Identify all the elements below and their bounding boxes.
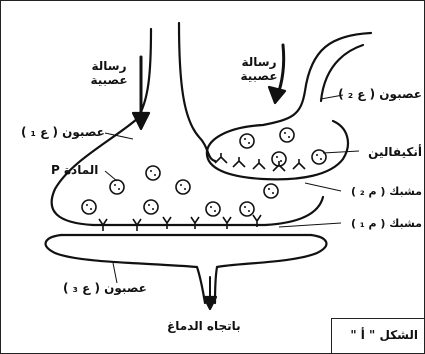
synapse-1-receptors <box>98 214 262 231</box>
substance-p-vesicles <box>81 165 279 217</box>
leader-synapse-1 <box>278 222 342 228</box>
label-enkephalin: أنكيفالين <box>368 145 422 159</box>
label-neuron-2: عصبون ( ع ₂ ) <box>338 87 422 101</box>
figure-caption-box: الشكل " أ " <box>331 318 424 353</box>
leader-synapse-2 <box>304 182 342 192</box>
leader-neuron-2 <box>320 94 344 100</box>
label-substance-p: المادة P <box>51 163 99 177</box>
label-neuron-1: عصبون ( ع ₁ ) <box>21 125 105 139</box>
leader-neuron-1 <box>104 132 134 140</box>
label-message-left: رسالة عصبية <box>90 59 128 87</box>
neuron-2-outline <box>205 31 373 181</box>
label-to-brain: باتجاه الدماغ <box>167 319 241 333</box>
leader-substance-p <box>104 170 118 182</box>
leader-enkephalin <box>322 150 360 154</box>
figure-label: الشكل " أ " <box>350 328 418 342</box>
synapse-2-receptors <box>214 153 306 172</box>
neuron-2-outline-inner <box>319 43 365 103</box>
leader-neuron-3 <box>112 262 118 284</box>
neuron-3-outline <box>44 233 207 305</box>
neuron-1-outline-right <box>177 21 217 163</box>
enkephalin-vesicles <box>239 127 327 167</box>
label-synapse-2: مشبك ( م ₂ ) <box>350 185 422 198</box>
neuron-3-outline-right <box>213 233 328 305</box>
label-synapse-1: مشبك ( م ₁ ) <box>350 217 422 230</box>
label-message-right: رسالة عصبية <box>240 55 278 83</box>
label-neuron-3: عصبون ( ع ₃ ) <box>63 281 147 295</box>
neuron-1-outline <box>50 27 325 227</box>
